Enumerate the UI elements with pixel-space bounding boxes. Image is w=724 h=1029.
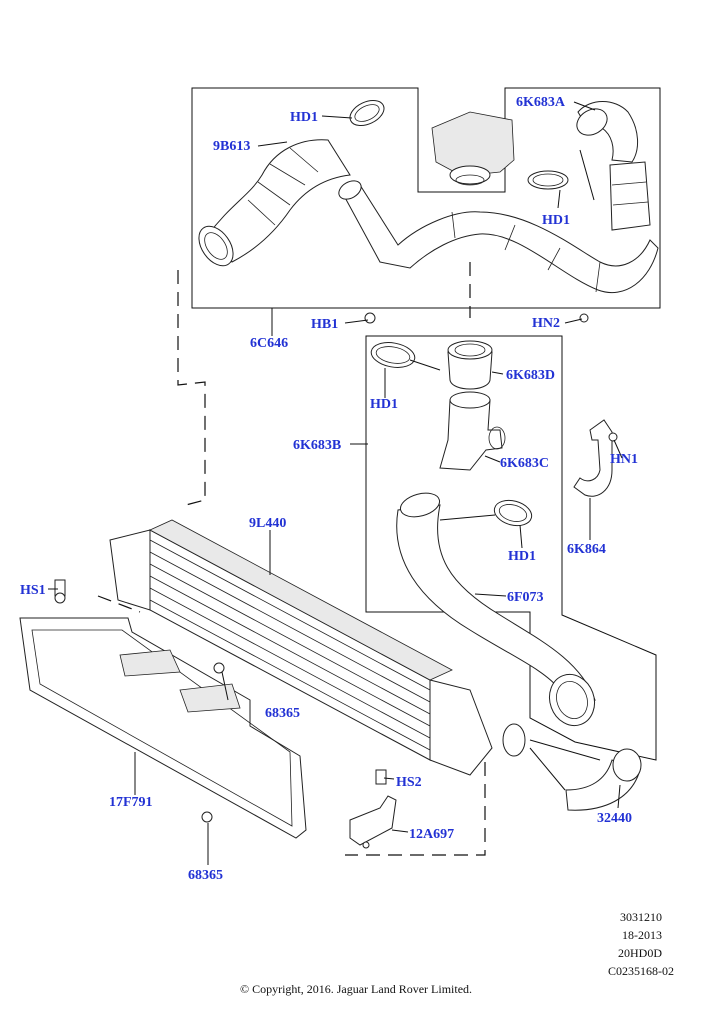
callout-hb1: HB1 [311,317,338,332]
callout-labels: HD1 9B613 6K683A HD1 HB1 HN2 6C646 HD1 6… [20,95,638,883]
throttle-body-inset [431,111,515,186]
intercooler-9l440 [109,519,526,776]
upper-assembly-frame [191,87,661,309]
fasteners [54,312,618,823]
bracket-12a697 [349,795,397,849]
clamp-hd1-low [493,499,533,527]
callout-6c646: 6C646 [250,336,288,351]
leader-lines [48,101,623,865]
copyright-notice: © Copyright, 2016. Jaguar Land Rover Lim… [240,982,472,996]
pipe-6c646 [338,180,659,294]
ref-illustration-id: C0235168-02 [608,964,674,978]
callout-6f073: 6F073 [507,590,544,605]
callout-hs2: HS2 [396,775,422,790]
callout-9l440: 9L440 [249,516,286,531]
callout-hs1: HS1 [20,583,46,598]
hose-32440 [565,748,642,811]
dashed-guides [97,262,486,856]
hose-9b613 [198,139,351,267]
callout-hn1: HN1 [610,452,638,467]
callout-hd1-mid: HD1 [370,397,398,412]
drawing-reference-block: 3031210 18-2013 20HD0D C0235168-02 © Cop… [240,910,674,996]
callout-6k683c: 6K683C [500,456,549,471]
callout-6k683b: 6K683B [293,438,341,453]
callout-6k683d: 6K683D [506,368,555,383]
callout-9b613: 9B613 [213,139,250,154]
callout-hd1-low: HD1 [508,549,536,564]
deflector-panel-17f791 [19,617,307,839]
callout-12a697: 12A697 [409,827,454,842]
hose-6f073 [396,492,596,727]
callout-32440: 32440 [597,811,632,826]
callout-68365-b: 68365 [188,868,223,883]
callout-hn2: HN2 [532,316,560,331]
callout-hd1-right: HD1 [542,213,570,228]
connector-6k683d [447,340,493,390]
callout-17f791: 17F791 [109,795,153,810]
tee-6k683c [439,391,506,471]
ref-code: 20HD0D [618,946,662,960]
ref-number: 3031210 [620,910,662,924]
clamp-hd1-right [527,170,569,190]
callout-6k683a: 6K683A [516,95,566,110]
callout-hd1-top: HD1 [290,110,318,125]
ref-date: 18-2013 [622,928,662,942]
callout-6k864: 6K864 [567,542,606,557]
clamp-hd1-top [349,99,385,127]
clamp-hd1-mid [370,342,416,368]
callout-68365-a: 68365 [265,706,300,721]
bracket-6k864 [573,419,613,497]
elbow-6k683a [576,101,651,231]
